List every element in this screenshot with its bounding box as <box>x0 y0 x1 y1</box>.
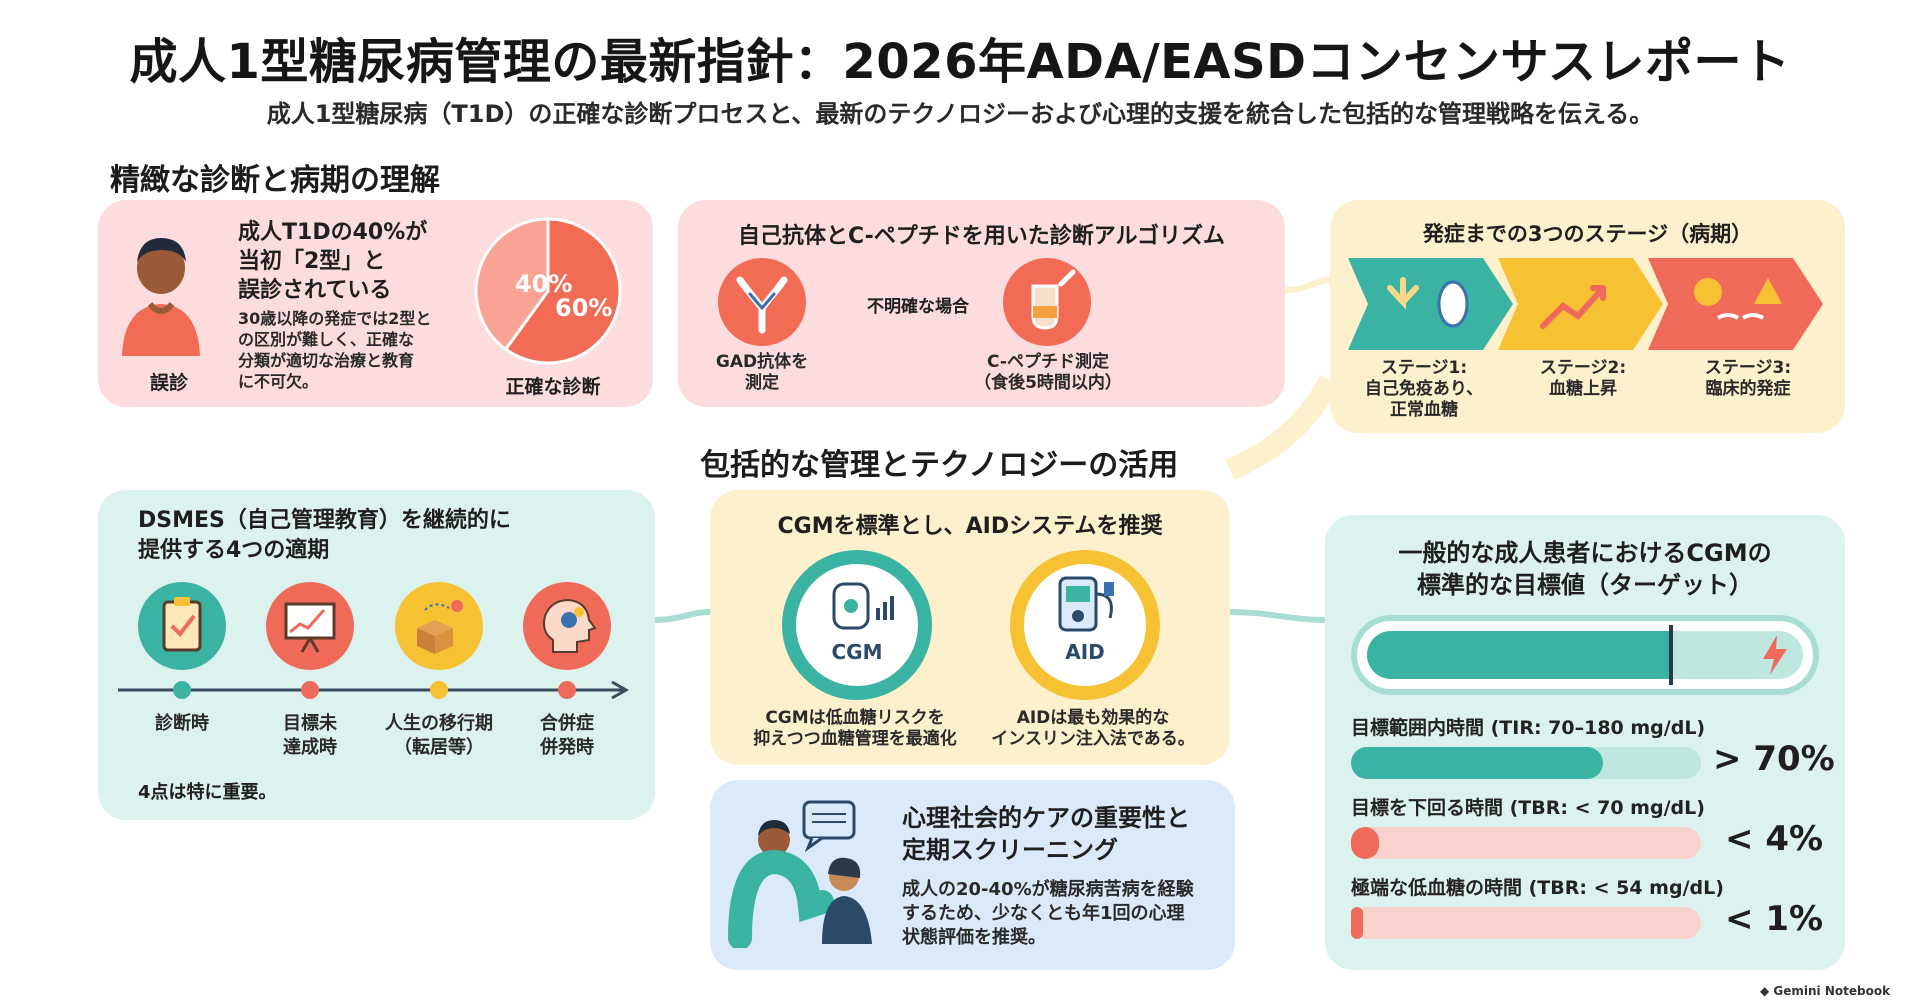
dsmes-title: DSMES（自己管理教育）を継続的に 提供する4つの適期 <box>138 508 511 563</box>
metric-tbr70-value: < 4% <box>1725 819 1824 859</box>
footer-brand: ◆ Gemini Notebook <box>1760 984 1890 998</box>
psychosocial-panel: 心理社会的ケアの重要性と 定期スクリーニング 成人の20-40%が糖尿病苦病を経… <box>710 780 1235 970</box>
targets-title: 一般的な成人患者におけるCGMの 標準的な目標値（ターゲット） <box>1398 539 1772 599</box>
dsmes-timeline <box>118 680 630 700</box>
test-tube-icon <box>1003 258 1091 346</box>
dsmes-step-3: 人生の移行期 （転居等） <box>385 713 493 758</box>
metric-tbr70-label: 目標を下回る時間 (TBR: < 70 mg/dL) <box>1351 797 1705 819</box>
counseling-people-icon <box>728 800 872 948</box>
footer-brand-text: Gemini Notebook <box>1773 984 1891 998</box>
moving-box-icon <box>395 582 483 670</box>
metric-tbr54-track <box>1351 907 1701 939</box>
diagnosis-section-heading: 精緻な診断と病期の理解 <box>110 163 440 198</box>
metric-tbr70-track <box>1351 827 1701 859</box>
psychosocial-title: 心理社会的ケアの重要性と 定期スクリーニング <box>902 804 1190 864</box>
antibody-icon <box>718 258 806 346</box>
management-section-heading: 包括的な管理とテクノロジーの活用 <box>700 448 1179 483</box>
metric-tir-value: > 70% <box>1713 739 1835 779</box>
misdiagnosis-headline: 成人T1Dの40%が 当初「2型」と 誤診されている <box>238 220 428 303</box>
metric-tir-fill <box>1351 747 1603 779</box>
psychosocial-body: 成人の20-40%が糖尿病苦病を経験 するため、少なくとも年1回の心理 状態評価… <box>902 879 1194 948</box>
pie-label-correct: 60% <box>555 294 612 322</box>
pie-caption: 正確な診断 <box>505 376 601 398</box>
metric-tbr54-fill <box>1351 907 1363 939</box>
tech-panel: CGMを標準とし、AIDシステムを推奨 CGM AID CGMは低血糖リスクを … <box>710 490 1230 765</box>
dsmes-step-2: 目標未 達成時 <box>283 713 337 758</box>
tir-gauge-marker <box>1669 625 1673 685</box>
head-gears-icon <box>523 582 611 670</box>
person-icon <box>122 238 200 356</box>
aid-pump-icon: AID <box>1010 550 1160 700</box>
misdiagnosis-icon-label: 誤診 <box>150 372 189 394</box>
dsmes-panel: DSMES（自己管理教育）を継続的に 提供する4つの適期 診断時 目標未 達成時… <box>98 490 655 820</box>
cgm-label: CGM <box>831 640 883 664</box>
pie-label-misdiagnosed: 40% <box>515 270 572 298</box>
metric-tir-label: 目標範囲内時間 (TIR: 70–180 mg/dL) <box>1351 717 1706 739</box>
aid-description: AIDは最も効果的な インスリン注入法である。 <box>991 708 1195 749</box>
clipboard-icon <box>138 582 226 670</box>
presentation-chart-icon <box>266 582 354 670</box>
notebook-logo-icon: ◆ <box>1760 984 1774 998</box>
dsmes-step-4: 合併症 併発時 <box>540 713 594 758</box>
algorithm-connector-label: 不明確な場合 <box>867 297 969 317</box>
lightning-icon <box>1763 635 1787 675</box>
stage-3-label: ステージ3: 臨床的発症 <box>1704 358 1792 399</box>
stages-arrow-chain <box>1348 258 1823 350</box>
algorithm-step2-label: C-ペプチド測定 （食後5時間以内） <box>974 352 1122 393</box>
metric-tbr70-fill <box>1351 827 1379 859</box>
metric-tbr54-value: < 1% <box>1725 899 1824 939</box>
page-subtitle: 成人1型糖尿病（T1D）の正確な診断プロセスと、最新のテクノロジーおよび心理的支… <box>266 100 1654 128</box>
algorithm-step1-label: GAD抗体を 測定 <box>715 352 809 393</box>
dsmes-step-1: 診断時 <box>155 713 209 734</box>
page-title: 成人1型糖尿病管理の最新指針：2026年ADA/EASDコンセンサスレポート <box>129 34 1791 90</box>
stages-panel: 発症までの3つのステージ（病期） ステージ1: 自己免疫あり、 正常血糖 ステー… <box>1330 200 1845 433</box>
cgm-description: CGMは低血糖リスクを 抑えつつ血糖管理を最適化 <box>753 708 957 749</box>
stages-title: 発症までの3つのステージ（病期） <box>1422 222 1753 246</box>
metric-tbr54-label: 極端な低血糖の時間 (TBR: < 54 mg/dL) <box>1351 877 1724 899</box>
algorithm-title: 自己抗体とC-ペプチドを用いた診断アルゴリズム <box>737 224 1226 249</box>
stage-2-label: ステージ2: 血糖上昇 <box>1539 358 1627 399</box>
misdiagnosis-panel: 誤診 成人T1Dの40%が 当初「2型」と 誤診されている 30歳以降の発症では… <box>98 200 653 407</box>
pie-slice-correct <box>503 217 622 365</box>
algorithm-panel: 自己抗体とC-ペプチドを用いた診断アルゴリズム GAD抗体を 測定 不明確な場合… <box>678 200 1285 407</box>
misdiagnosis-body: 30歳以降の発症では2型と の区別が難しく、正確な 分類が適切な治療と教育 に不… <box>238 309 432 391</box>
dsmes-note: 4点は特に重要。 <box>138 782 277 803</box>
metric-tir-track <box>1351 747 1701 779</box>
tir-gauge-fill <box>1367 631 1673 679</box>
tir-gauge <box>1351 615 1819 695</box>
cgm-targets-panel: 一般的な成人患者におけるCGMの 標準的な目標値（ターゲット） 目標範囲内時間 … <box>1325 515 1845 970</box>
cgm-device-icon: CGM <box>782 550 932 700</box>
pie-slice-misdiagnosed <box>474 217 550 352</box>
aid-label: AID <box>1065 640 1105 664</box>
stage-1-label: ステージ1: 自己免疫あり、 正常血糖 <box>1364 358 1484 420</box>
tech-title: CGMを標準とし、AIDシステムを推奨 <box>777 514 1163 539</box>
diagnosis-pie-chart: 40% 60% <box>474 217 622 365</box>
